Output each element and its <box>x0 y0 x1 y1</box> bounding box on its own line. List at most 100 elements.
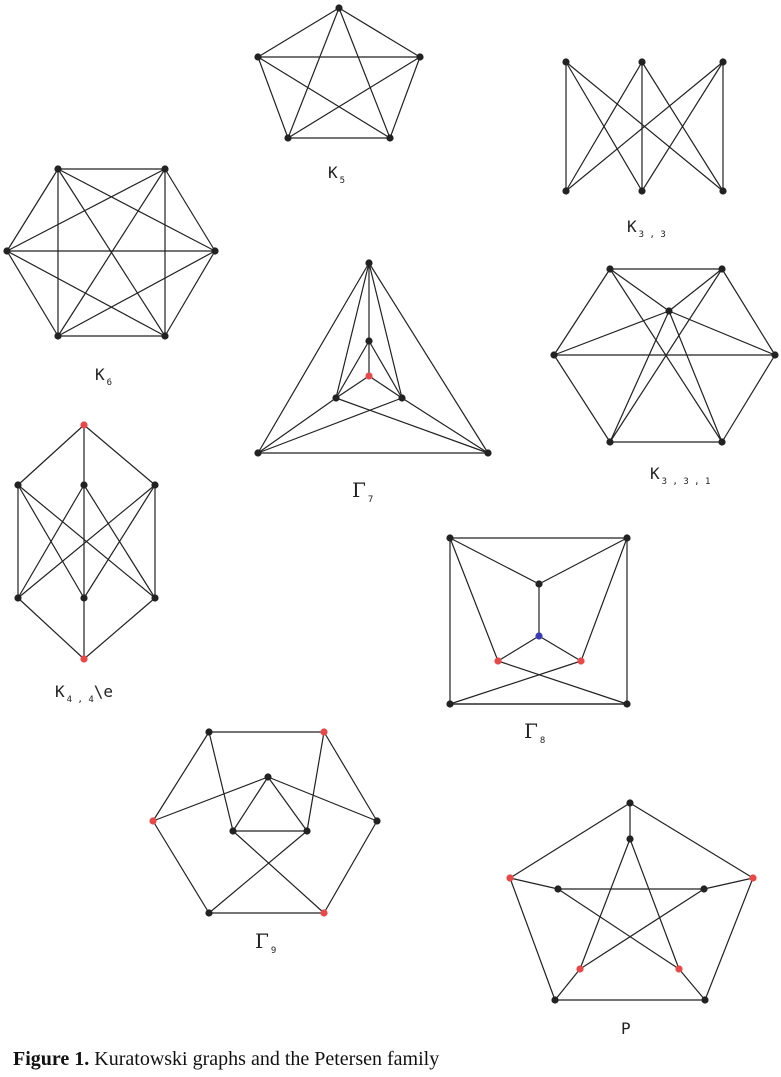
k5-edge <box>287 56 421 139</box>
gamma7-vertex <box>365 372 373 380</box>
k5-edge <box>257 56 391 139</box>
gamma9-vertex <box>320 909 328 917</box>
petersen-edge <box>554 968 581 1001</box>
gamma7-edge <box>368 375 403 399</box>
gamma9-edge <box>232 830 325 914</box>
k331-label-sub: 3 , 3 , 1 <box>662 477 711 487</box>
petersen-vertex <box>626 835 634 843</box>
gamma8-edge <box>449 537 499 662</box>
gamma8-vertex <box>535 580 543 588</box>
k44e-vertex <box>80 594 88 602</box>
k6-edge <box>6 168 166 252</box>
petersen-edge <box>509 802 631 879</box>
gamma8-vertex <box>535 632 543 640</box>
gamma9-edge <box>323 820 378 914</box>
petersen-edge <box>703 877 754 890</box>
petersen-vertex <box>701 996 709 1004</box>
k44e-edge <box>83 597 156 660</box>
k5-edge <box>338 7 391 139</box>
gamma8-edge <box>497 635 540 662</box>
k331-vertex <box>550 351 558 359</box>
gamma8-edge <box>580 537 628 662</box>
k6-label-main: K <box>95 365 105 384</box>
k44e-label-sub: 4 , 4 <box>67 695 94 705</box>
gamma9-edge <box>152 776 269 822</box>
k331-vertex <box>665 307 673 315</box>
petersen-edge <box>579 888 705 970</box>
gamma9-vertex <box>373 817 381 825</box>
k5-edge <box>257 56 289 139</box>
gamma8-vertex <box>623 700 631 708</box>
gamma9-edge <box>208 731 234 832</box>
gamma9-edge <box>208 830 308 914</box>
k33-edge <box>641 61 724 192</box>
gamma7-label-main: Γ <box>352 478 366 502</box>
gamma8-edge <box>497 660 628 705</box>
k6-edge <box>57 168 216 252</box>
k33-vertex <box>719 187 727 195</box>
gamma9-vertex <box>205 909 213 917</box>
k5-edge <box>338 7 421 58</box>
gamma8-vertex <box>577 657 585 665</box>
k33-vertex <box>562 187 570 195</box>
gamma7-label-sub: 7 <box>368 495 373 505</box>
gamma7-edge <box>335 397 489 454</box>
gamma7-edge <box>257 262 370 454</box>
gamma9-edge <box>306 731 325 832</box>
gamma9-vertex <box>303 827 311 835</box>
k331-edge <box>721 354 776 443</box>
k44e-edge <box>83 484 156 599</box>
k44e-vertex <box>80 421 88 429</box>
k331-label-main: K <box>650 464 660 483</box>
gamma7-vertex <box>484 449 492 457</box>
k6-vertex <box>161 332 169 340</box>
petersen-vertex <box>506 874 514 882</box>
k44e-edge <box>17 424 85 486</box>
k44e-edge <box>17 597 85 660</box>
gamma7-vertex <box>254 449 262 457</box>
gamma8-vertex <box>446 700 454 708</box>
k331-vertex <box>606 438 614 446</box>
k6-vertex <box>54 332 62 340</box>
gamma9-edge <box>152 731 210 822</box>
k6-edge <box>57 250 216 337</box>
k5-label-sub: 5 <box>340 176 345 186</box>
petersen-vertex <box>749 874 757 882</box>
k5-label-main: K <box>328 163 338 182</box>
gamma8-vertex <box>494 657 502 665</box>
gamma7-vertex <box>365 337 373 345</box>
k331-vertex <box>718 265 726 273</box>
gamma7-edge <box>335 340 370 399</box>
k6-edge <box>164 250 216 337</box>
gamma8-vertex <box>446 534 454 542</box>
k331-vertex <box>771 351 779 359</box>
k5-vertex <box>386 134 394 142</box>
k44e-vertex <box>14 481 22 489</box>
k33-label-sub: 3 , 3 <box>639 230 666 240</box>
k6-vertex <box>161 165 169 173</box>
k331-edge <box>553 310 670 356</box>
gamma9-edge <box>267 776 308 832</box>
petersen-vertex <box>554 885 562 893</box>
k6-label-sub: 6 <box>107 378 112 388</box>
k331-edge <box>668 268 723 312</box>
petersen-edge <box>557 888 680 970</box>
caption-label: Figure 1. <box>13 1048 90 1070</box>
gamma7-edge <box>257 397 337 454</box>
k6-edge <box>57 168 166 337</box>
k44e-label-suffix: \e <box>94 682 113 701</box>
petersen-edge <box>629 802 754 879</box>
k331-edge <box>609 268 670 312</box>
gamma8-label-main: Γ <box>524 719 538 743</box>
gamma7-vertex <box>332 394 340 402</box>
petersen-edge <box>704 877 754 1001</box>
